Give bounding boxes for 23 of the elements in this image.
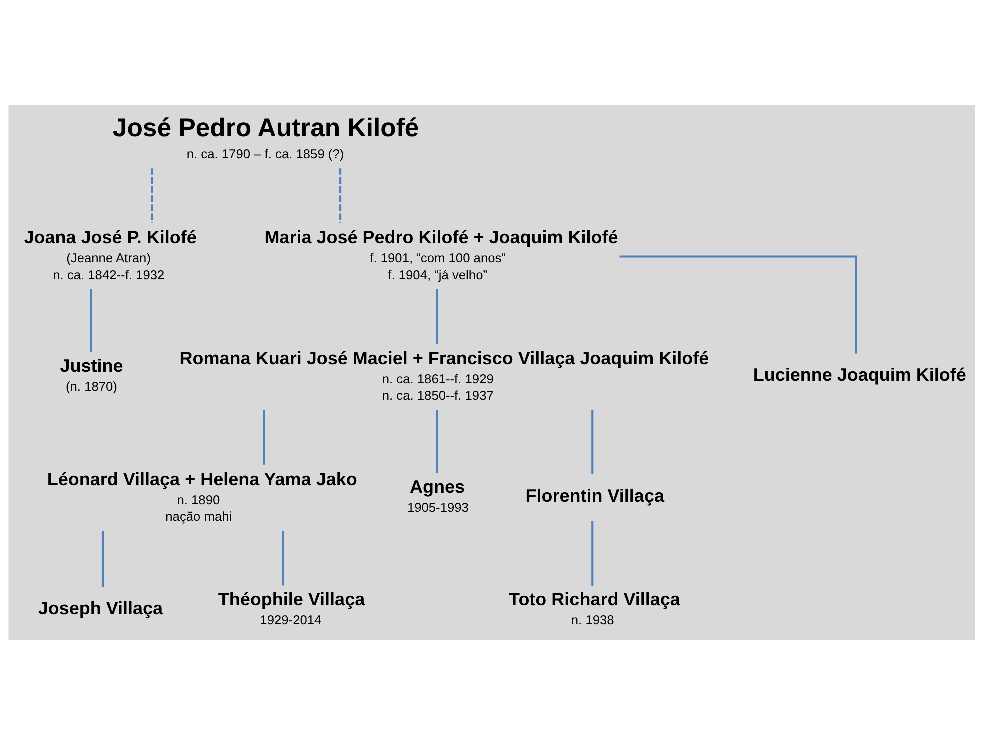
connector	[263, 410, 266, 464]
node-text: Florentin Villaça	[526, 486, 664, 506]
connector	[592, 520, 594, 586]
node-text: Toto Richard Villaça n. 1938	[509, 589, 680, 628]
node-text: Justine (n. 1870)	[60, 356, 124, 394]
connector	[620, 255, 858, 354]
node-text: Joseph Villaça	[38, 598, 164, 618]
connector	[282, 530, 284, 586]
node-text: José Pedro Autran Kilofé n. ca. 1790 – f. ca. 1859 (?)	[112, 114, 420, 161]
connector	[592, 410, 594, 474]
connector	[436, 288, 438, 344]
connector	[436, 410, 438, 473]
node-text: Agnes 1905-1993	[407, 476, 469, 515]
connector	[90, 288, 92, 352]
connector	[102, 530, 104, 587]
connector	[340, 168, 342, 223]
node-text: Théophile Villaça 1929-2014	[218, 589, 366, 628]
node-text: Joana José P. Kilofé (Jeanne Atran) n. ca. 1842--f. 1932	[24, 227, 197, 282]
node-text: Romana Kuari José Maciel + Francisco Villaça Joaquim Kilofé n. ca. 1861--f. 1929 n. ca. 1850--f. 1937	[180, 348, 710, 403]
node-text: Léonard Villaça + Helena Yama Jako n. 1890 nação mahi	[47, 468, 358, 524]
connector	[151, 168, 154, 223]
node-text: Lucienne Joaquim Kilofé	[753, 364, 966, 385]
node-text: Maria José Pedro Kilofé + Joaquim Kilofé f. 1901, “com 100 anos” f. 1904, “já velho”	[264, 227, 618, 282]
